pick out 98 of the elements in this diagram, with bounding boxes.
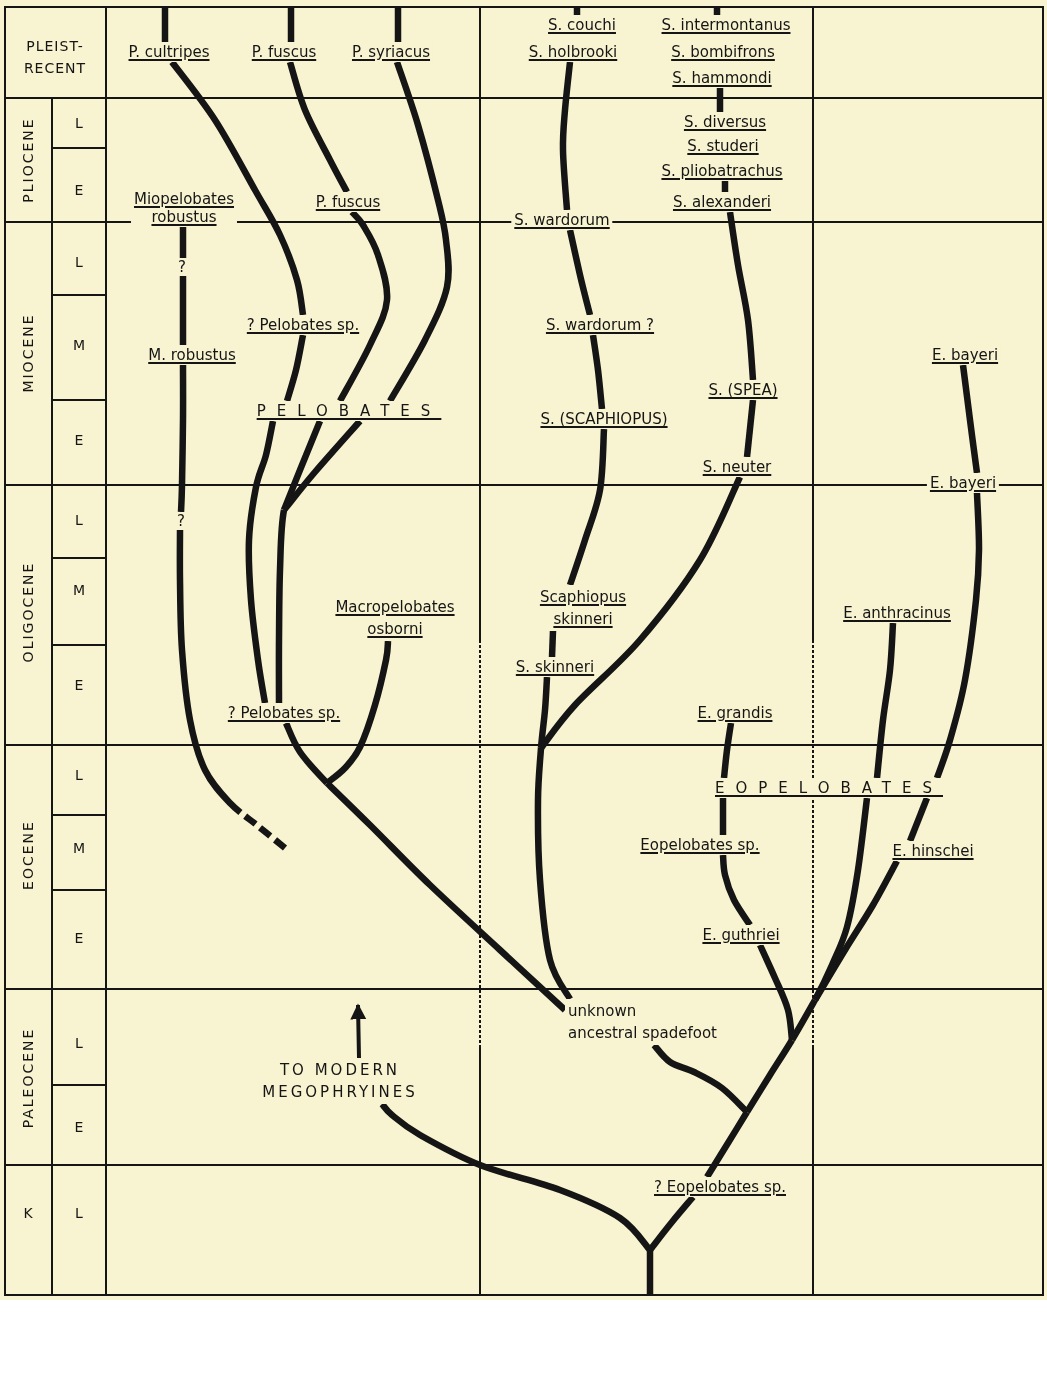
period-label: K [23,1205,33,1221]
branch-line [286,61,350,194]
branch-line [283,721,330,786]
branch-line [757,943,796,1041]
subepoch-label: M [72,337,86,353]
branch-line [959,364,981,474]
taxon-label: P. fuscus [312,192,384,212]
branch-line [589,334,606,410]
branch-line [179,276,187,345]
branch-line [933,492,983,780]
branch-line [704,1110,750,1179]
branch-line [169,60,307,316]
branch-line [906,796,931,843]
branch-line [566,428,608,587]
branch-line [287,7,295,42]
taxon-label: S. skinneri [512,657,598,677]
epoch-label: PALEOCENE [20,1027,36,1129]
epoch-label: OLIGOCENE [20,561,36,663]
branch-line [179,227,187,258]
branch-line [559,61,574,211]
taxon-label: S. studeri [684,136,762,156]
taxon-label: ? Pelobates sp. [224,703,344,723]
taxon-label: M. robustus [145,345,239,365]
taxon-label: Miopelobates robustus [131,189,237,227]
taxon-label: Scaphiopus skinneri [536,585,630,631]
branch-line [387,60,452,403]
epoch-label: MIOCENE [20,313,36,393]
branch-line [713,7,721,15]
subepoch-label: E [74,432,84,448]
subepoch-label: M [72,582,86,598]
branch-line [379,1102,653,1253]
arrow [350,1003,367,1059]
branch-line [566,229,594,316]
taxon-label: E. bayeri [926,473,1000,493]
branch-line [548,630,557,658]
subepoch-label: E [74,930,84,946]
taxon-label: S. (SPEA) [705,380,781,400]
subepoch-label: L [75,767,83,783]
taxon-label: S. diversus [680,112,770,132]
taxon-label: S. wardorum [511,210,613,230]
taxon-label: S. neuter [699,457,775,477]
branch-line [716,88,724,112]
subepoch-label: L [75,115,83,131]
taxon-label: E. grandis [694,703,776,723]
branch-line [176,530,288,851]
taxon-label: S. (SCAPHIOPUS) [537,409,671,429]
branch-line [743,399,757,458]
taxon-label: S. hammondi [669,68,775,88]
subepoch-label: L [75,1205,83,1221]
ancestor-label: unknown ancestral spadefoot [565,999,720,1045]
branch-line [812,797,871,1002]
branch-line [537,676,551,749]
subepoch-label: E [74,182,84,198]
subepoch-label: E [74,677,84,693]
branch-line [573,7,581,15]
branch-line [789,998,818,1042]
taxon-label: S. holbrooki [525,42,621,62]
subepoch-label: E [74,1119,84,1135]
subepoch-label: L [75,512,83,528]
taxon-label: P. syriacus [349,42,433,62]
branch-line [726,211,757,381]
taxon-label: E. guthriei [699,925,783,945]
branch-line [177,365,187,513]
branch-line [720,722,735,779]
branch-line [719,798,727,835]
branch-line [534,747,573,1001]
subepoch-label: L [75,254,83,270]
taxon-label: E. bayeri [928,345,1002,365]
branch-line [744,1038,795,1114]
branch-line [245,420,277,704]
taxon-label: Eopelobates sp. [637,835,763,855]
subepoch-label: M [72,840,86,856]
taxon-label: S. couchi [545,15,619,35]
taxon-label: S. alexanderi [670,192,774,212]
taxon-label: ? Pelobates sp. [243,315,363,335]
branch-line [161,7,169,42]
taxon-label: S. bombifrons [668,42,778,62]
subepoch-label: L [75,1035,83,1051]
branch-line [283,334,307,402]
branch-line [721,181,729,192]
genus-label: PELOBATES [253,401,445,421]
taxon-label: E. anthracinus [840,603,954,623]
epoch-label: PLEIST- RECENT [23,37,87,78]
taxon-label: S. wardorum ? [542,315,658,335]
taxon-label: E. hinschei [889,841,977,861]
taxon-label: ? Eopelobates sp. [651,1177,789,1197]
genus-label: EOPELOBATES [712,778,946,798]
taxon-label: P. cultripes [125,42,213,62]
branch-line [812,859,900,1002]
epoch-label: PLIOCENE [20,117,36,203]
epoch-label: EOCENE [20,820,36,890]
branch-line [719,854,753,927]
taxon-label: S. intermontanus [658,15,794,35]
taxon-label: P. fuscus [248,42,320,62]
branch-line [394,7,402,42]
branch-line [325,640,392,786]
branch-line [873,622,897,779]
taxon-label: S. pliobatrachus [658,161,786,181]
